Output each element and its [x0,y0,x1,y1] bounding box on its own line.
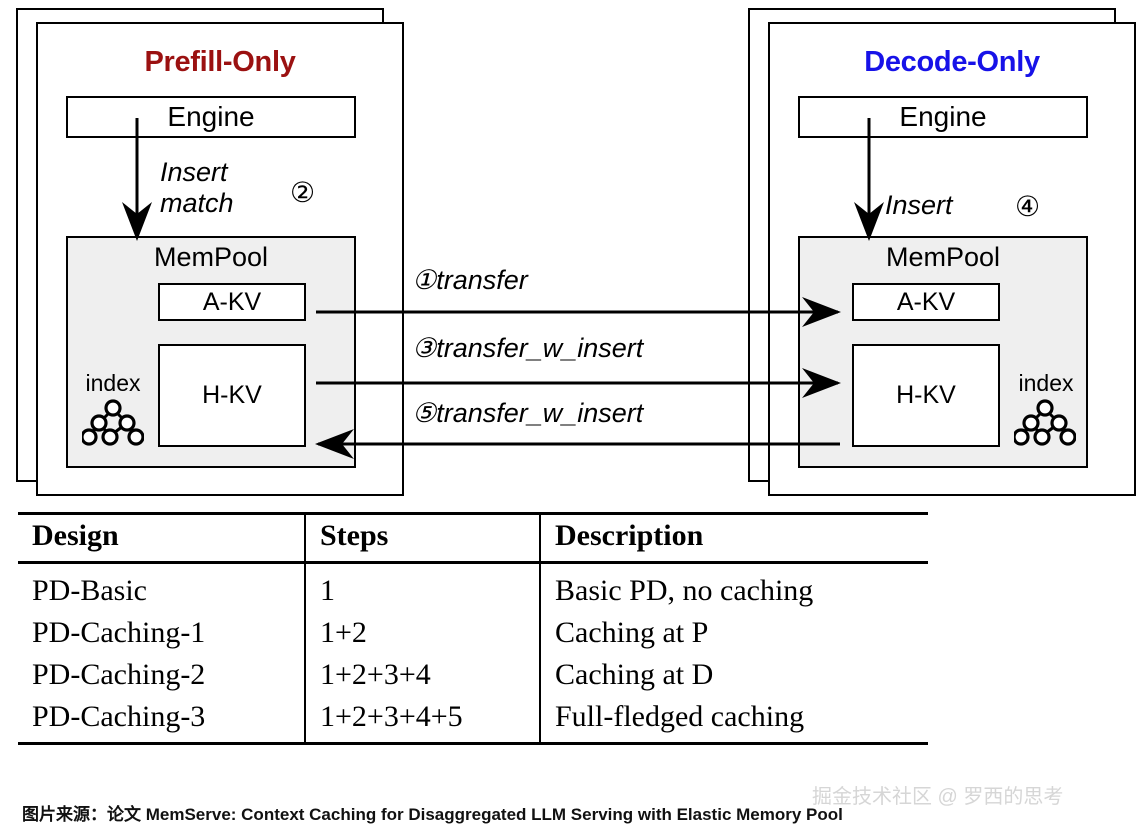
decode-index-tree-icon [1012,398,1077,451]
prefill-panel-front-layer: Prefill-Only Engine Insert match ② MemPo… [36,22,404,496]
source-caption: 图片来源：论文 MemServe: Context Caching for Di… [22,805,843,824]
cell-steps: 1+2 [304,612,540,654]
prefill-index-tree-icon [80,398,145,451]
table-header-steps: Steps [304,512,540,564]
cell-description: Basic PD, no caching [539,562,928,612]
cell-design: PD-Caching-3 [18,696,305,745]
prefill-mempool-label: MemPool [153,242,269,272]
prefill-insert-line1: Insert [160,157,228,187]
cell-description: Caching at P [539,612,928,654]
decode-akv-box: A-KV [852,283,1000,321]
prefill-insert-label: Insert match [160,157,234,219]
decode-hkv-box: H-KV [852,344,1000,447]
cell-description: Full-fledged caching [539,696,928,745]
cell-design: PD-Basic [32,574,147,607]
prefill-panel-title: Prefill-Only [144,46,296,78]
decode-mempool-label: MemPool [885,242,1001,272]
table-row: PD-Caching-2 1+2+3+4 Caching at D [18,654,928,696]
decode-index-label: index [1018,370,1074,396]
table-header-design: Design [18,512,305,564]
prefill-akv-box: A-KV [158,283,306,321]
cell-design: PD-Caching-1 [32,616,206,649]
table-row: PD-Basic 1 Basic PD, no caching [18,562,928,612]
cell-steps: 1+2+3+4+5 [304,696,540,745]
prefill-insert-line2: match [160,188,234,219]
table-row: PD-Caching-1 1+2 Caching at P [18,612,928,654]
cell-steps: 1+2+3+4 [304,654,540,696]
cell-steps: 1 [304,562,540,612]
decode-panel-front-layer: Decode-Only Engine Insert ④ MemPool A-KV… [768,22,1136,496]
decode-panel-title: Decode-Only [864,46,1040,78]
table-header-description: Description [539,512,928,564]
prefill-mempool-box: MemPool A-KV H-KV index [66,236,356,468]
arrow-label-1-transfer: ①transfer [412,265,528,295]
decode-insert-label: Insert [885,190,953,220]
prefill-step-number-2: ② [290,177,316,208]
design-summary-table: Design Steps Description PD-Basic 1 Basi… [18,512,928,745]
prefill-engine-box: Engine [66,96,356,138]
architecture-diagram: Prefill-Only Engine Insert match ② MemPo… [16,8,1136,496]
arrow-label-3-transfer-w-insert: ③transfer_w_insert [412,333,644,363]
site-watermark: 掘金技术社区 @ 罗西的思考 [812,786,1064,808]
arrow-label-5-transfer-w-insert: ⑤transfer_w_insert [412,398,644,428]
prefill-index-label: index [85,370,141,396]
decode-mempool-box: MemPool A-KV H-KV index [798,236,1088,468]
decode-step-number-4: ④ [1015,191,1041,222]
cell-description: Caching at D [539,654,928,696]
prefill-hkv-box: H-KV [158,344,306,447]
cell-design: PD-Caching-2 [32,658,206,691]
table-row: PD-Caching-3 1+2+3+4+5 Full-fledged cach… [18,696,928,745]
decode-engine-box: Engine [798,96,1088,138]
